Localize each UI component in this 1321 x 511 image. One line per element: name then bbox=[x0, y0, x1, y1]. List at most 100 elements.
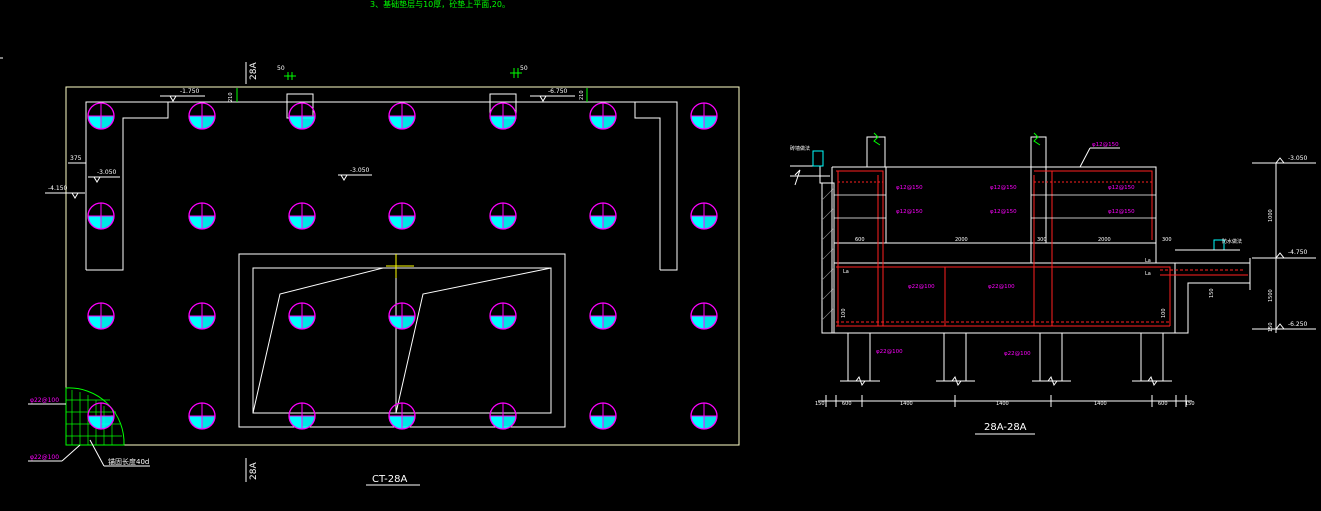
dim-210b: 210 bbox=[579, 90, 585, 100]
pile-marker bbox=[388, 302, 416, 330]
rebar-m2: φ12@150 bbox=[990, 209, 1017, 215]
pile-marker bbox=[87, 302, 115, 330]
svg-text:-6.750: -6.750 bbox=[548, 88, 568, 95]
svg-text:-1.750: -1.750 bbox=[180, 88, 200, 95]
svg-text:-3.050: -3.050 bbox=[97, 169, 117, 176]
wall-stub-left bbox=[866, 136, 886, 168]
pile-marker bbox=[589, 202, 617, 230]
pile-marker bbox=[690, 202, 718, 230]
pile-marker bbox=[388, 102, 416, 130]
side-1: 100 bbox=[841, 308, 847, 318]
pile-marker bbox=[388, 402, 416, 430]
pile-cap-outline bbox=[65, 86, 740, 446]
rebar-r1: φ12@150 bbox=[1108, 185, 1135, 191]
pile-marker bbox=[188, 102, 216, 130]
dim-375: 375 bbox=[70, 155, 82, 162]
rebar-l2: φ12@150 bbox=[896, 209, 923, 215]
pile-marker bbox=[288, 302, 316, 330]
top-slab-left bbox=[790, 165, 832, 184]
pit-wall-left bbox=[85, 101, 169, 271]
pile-marker bbox=[589, 302, 617, 330]
pile-marker bbox=[690, 102, 718, 130]
pile-marker bbox=[188, 202, 216, 230]
rebar-base-mid: φ22@100 bbox=[988, 284, 1015, 290]
elev-marker-pit-left: -3.050 bbox=[88, 169, 120, 183]
dim-50-left: 50 bbox=[277, 65, 285, 72]
elev-marker-left: -4.150 bbox=[45, 185, 85, 199]
section-elev-bottom: -6.250 bbox=[1252, 321, 1316, 330]
section-elev-top: -3.050 bbox=[1252, 155, 1316, 164]
dim-right-1: 1000 bbox=[1268, 209, 1274, 222]
pile-markers bbox=[87, 102, 718, 430]
dim-210: 210 bbox=[228, 92, 234, 102]
rebar-pile-left: φ22@100 bbox=[876, 349, 903, 355]
section-piles bbox=[847, 332, 1164, 382]
pile-marker bbox=[489, 302, 517, 330]
wall-stub-right bbox=[1030, 136, 1047, 168]
rebar-lines bbox=[836, 170, 1248, 327]
svg-text:-3.050: -3.050 bbox=[1288, 155, 1308, 162]
dim-right-3: 150 bbox=[1268, 322, 1274, 332]
la-2: La bbox=[1145, 258, 1151, 264]
svg-text:-6.250: -6.250 bbox=[1288, 321, 1308, 328]
section-mark-top: 28A bbox=[249, 62, 259, 80]
section-elev-mid: -4.750 bbox=[1252, 249, 1316, 259]
pile-marker bbox=[489, 102, 517, 130]
side-3: 150 bbox=[1209, 288, 1215, 298]
opening-left bbox=[286, 93, 314, 119]
elev-marker-top-left: -1.750 bbox=[160, 88, 205, 102]
svg-text:-3.050: -3.050 bbox=[350, 167, 370, 174]
plan-title: CT-28A bbox=[372, 474, 408, 485]
body-top bbox=[832, 166, 1250, 264]
right-label: 防水做法 bbox=[1222, 238, 1242, 245]
dim-bottom-4: 1400 bbox=[996, 401, 1009, 407]
rebar-base-left: φ22@100 bbox=[908, 284, 935, 290]
svg-text:-4.150: -4.150 bbox=[48, 185, 68, 192]
la-1: La bbox=[843, 269, 849, 275]
rebar-label-1: φ22@100 bbox=[30, 397, 59, 404]
dim-right-2: 1500 bbox=[1268, 289, 1274, 302]
pile-marker bbox=[188, 402, 216, 430]
plan-view: 28A 28A 50 50 210 210 375 -1.750 -6.750 … bbox=[28, 62, 740, 486]
anchor-label: 锚固长度40d bbox=[108, 457, 149, 466]
pit-door-left bbox=[252, 267, 384, 414]
dim-inner-1: 600 bbox=[855, 237, 865, 243]
rebar-pile-mid: φ22@100 bbox=[1004, 351, 1031, 357]
pile-marker bbox=[87, 402, 115, 430]
elev-marker-top-right: -6.750 bbox=[530, 88, 575, 102]
pile-marker bbox=[489, 402, 517, 430]
dim-bottom-1: 150 bbox=[815, 401, 825, 407]
pile-marker bbox=[489, 202, 517, 230]
pile-marker bbox=[87, 202, 115, 230]
pile-marker bbox=[388, 202, 416, 230]
brick-wall-mark bbox=[812, 150, 824, 167]
rebar-top-right: φ12@150 bbox=[1092, 142, 1119, 148]
dim-bottom-6: 600 bbox=[1158, 401, 1168, 407]
pile-marker bbox=[690, 402, 718, 430]
pile-marker bbox=[589, 102, 617, 130]
dim-50-right: 50 bbox=[520, 65, 528, 72]
dim-inner-3: 300 bbox=[1037, 237, 1047, 243]
pile-marker bbox=[288, 102, 316, 130]
elevator-pit-outer bbox=[238, 253, 566, 428]
rebar-l1: φ12@150 bbox=[896, 185, 923, 191]
section-title: 28A-28A bbox=[984, 422, 1027, 433]
la-3: La bbox=[1145, 271, 1151, 277]
side-2: 100 bbox=[1161, 308, 1167, 318]
top-left-label: 砖墙做法 bbox=[790, 145, 810, 152]
dim-inner-4: 2000 bbox=[1098, 237, 1111, 243]
rebar-m1: φ12@150 bbox=[990, 185, 1017, 191]
dim-bottom-2: 600 bbox=[842, 401, 852, 407]
rebar-label-2: φ22@100 bbox=[30, 454, 59, 461]
pile-marker bbox=[87, 102, 115, 130]
elev-marker-center: -3.050 bbox=[338, 167, 372, 181]
dim-bottom-3: 1400 bbox=[900, 401, 913, 407]
section-mark-bottom: 28A bbox=[249, 462, 259, 480]
pile-marker bbox=[188, 302, 216, 330]
pile-marker bbox=[589, 402, 617, 430]
body-bottom bbox=[832, 282, 1250, 334]
drawing-note: 3、基础垫层与10厚，砼垫上平面,20。 bbox=[370, 0, 510, 9]
pile-marker bbox=[288, 202, 316, 230]
rebar-r2: φ12@150 bbox=[1108, 209, 1135, 215]
